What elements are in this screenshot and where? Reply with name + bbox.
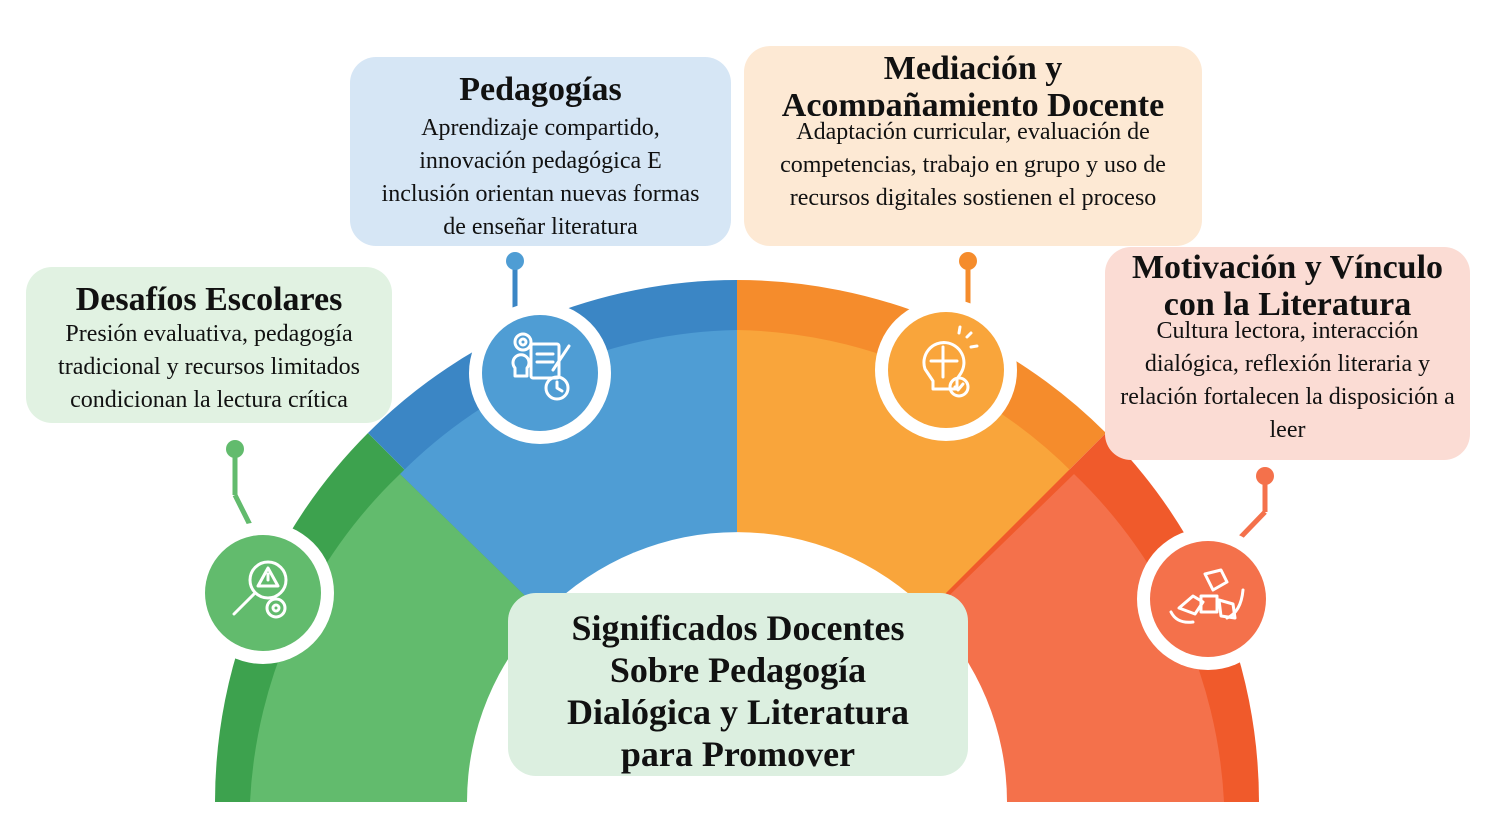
card-desafios-body: Presión evaluativa, pedagogía tradiciona… bbox=[58, 321, 360, 413]
icon-circle-pedagogias bbox=[467, 300, 613, 446]
center-title-line-3: Dialógica y Literatura bbox=[567, 692, 909, 732]
gear-document-bulb-clock-icon bbox=[469, 302, 611, 444]
card-pedagogias-title: Pedagogías bbox=[459, 71, 622, 108]
warning-magnifier-gear-icon bbox=[192, 522, 334, 664]
card-pedagogias: Pedagogías Aprendizaje compartido, innov… bbox=[350, 57, 731, 246]
card-mediacion-body: Adaptación curricular, evaluación de com… bbox=[780, 119, 1166, 211]
pin-orange bbox=[959, 252, 977, 308]
icon-circle-motivacion bbox=[1135, 526, 1281, 672]
card-mediacion-title: Mediación y Acompañamiento Docente bbox=[781, 50, 1165, 116]
card-motivacion-body: Cultura lectora, interacción dialógica, … bbox=[1120, 318, 1455, 443]
icon-circle-desafios bbox=[190, 520, 336, 666]
center-title-box: Significados Docentes Sobre Pedagogía Di… bbox=[508, 593, 968, 776]
icon-circle-mediacion bbox=[873, 297, 1019, 443]
card-desafios-title: Desafíos Escolares bbox=[75, 281, 343, 318]
center-title-line-2: Sobre Pedagogía bbox=[609, 650, 867, 690]
card-motivacion-title: Motivación y Vínculo con la Literatura bbox=[1131, 249, 1444, 315]
center-title-line-1: Significados Docentes bbox=[571, 608, 905, 648]
center-title-line-4: para Promover bbox=[620, 734, 856, 774]
card-pedagogias-body: Aprendizaje compartido, innovación pedag… bbox=[381, 115, 700, 240]
puzzle-head-check-icon bbox=[875, 299, 1017, 441]
hands-puzzle-icon bbox=[1137, 528, 1279, 670]
card-mediacion: Mediación y Acompañamiento Docente Adapt… bbox=[744, 46, 1202, 246]
card-desafios: Desafíos Escolares Presión evaluativa, p… bbox=[26, 267, 392, 423]
card-motivacion: Motivación y Vínculo con la Literatura C… bbox=[1105, 247, 1470, 460]
pin-red bbox=[1236, 467, 1274, 542]
